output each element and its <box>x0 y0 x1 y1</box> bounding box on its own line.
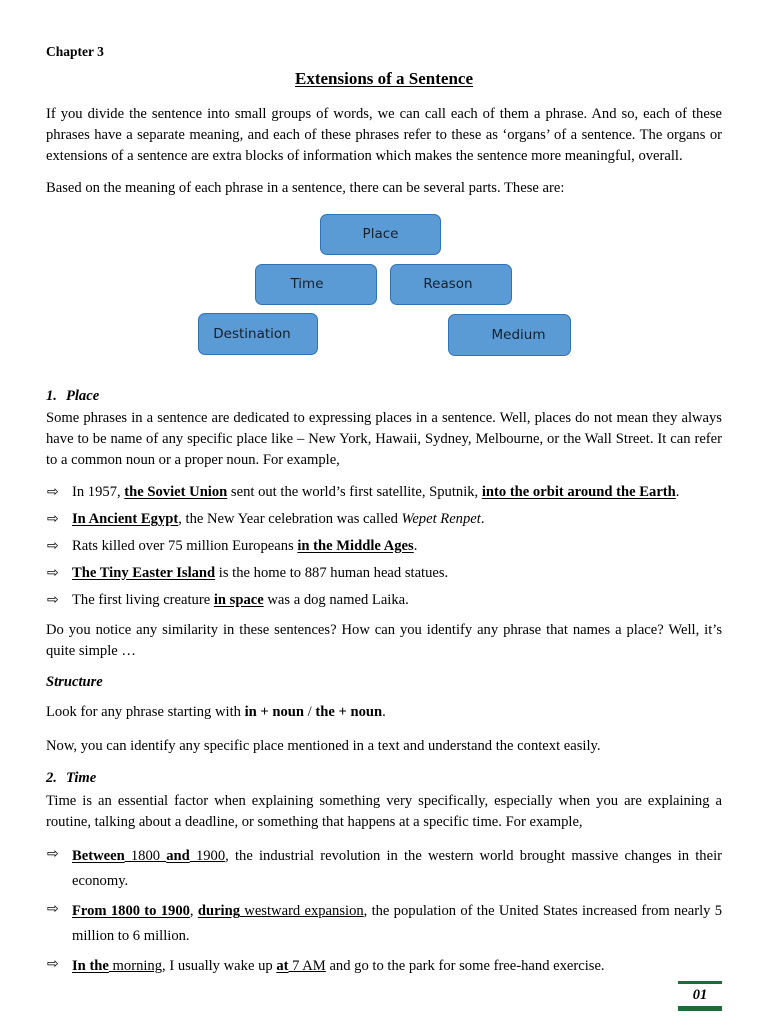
text-run: sent out the world’s first satellite, Sp… <box>227 483 482 500</box>
text-run: was a dog named Laika. <box>263 591 409 608</box>
arrow-bullet-icon: ⇨ <box>47 537 59 554</box>
list-item-text: The first living creature in space was a… <box>72 592 409 608</box>
list-item: ⇨ In 1957, the Soviet Union sent out the … <box>46 482 722 503</box>
footer-rule-bottom <box>678 1006 722 1011</box>
diagram-node-time: Time <box>255 263 377 305</box>
emphasis-underline: 7 AM <box>288 957 326 974</box>
text-run: , <box>189 902 198 919</box>
emphasis-underline: 1800 <box>124 847 167 864</box>
text-run: , the industrial revolution in the weste… <box>72 847 722 890</box>
list-item: ⇨ From 1800 to 1900, during westward expa… <box>46 899 722 950</box>
emphasis-bold-underline: From 1800 to 1900 <box>72 902 190 919</box>
text-run: is the home to 887 human head statues. <box>215 564 449 581</box>
emphasis-bold-underline: during <box>197 902 241 919</box>
emphasis-italic: Wepet Renpet <box>401 510 481 527</box>
list-item-text: The Tiny Easter Island is the home to 88… <box>72 565 448 581</box>
diagram-node-destination: Destination <box>198 312 318 355</box>
diagram-node-medium: Medium <box>448 313 571 356</box>
text-run: Rats killed over 75 million Europeans <box>72 537 298 554</box>
emphasis-bold-underline: in the Middle Ages <box>297 537 414 554</box>
list-item: ⇨ In Ancient Egypt, the New Year celebrat… <box>46 509 722 530</box>
emphasis-bold-underline: at <box>276 957 289 974</box>
text-run: . <box>675 483 680 500</box>
list-item: ⇨ In the morning, I usually wake up at 7 … <box>46 954 722 980</box>
emphasis-bold: the + noun <box>315 703 383 720</box>
diagram-node-time-label: Time <box>290 276 324 293</box>
diagram-node-place-label: Place <box>362 226 399 243</box>
text-run: Look for any phrase starting with <box>46 703 245 720</box>
intro-paragraph-2: Based on the meaning of each phrase in a… <box>46 179 565 196</box>
emphasis-bold-underline: In Ancient Egypt <box>72 510 179 527</box>
section-heading-place: 1. Place <box>46 387 722 407</box>
list-item-text: In the morning, I usually wake up at 7 A… <box>72 958 605 974</box>
list-item: ⇨ The first living creature in space was … <box>46 590 722 611</box>
list-item: ⇨ Rats killed over 75 million Europeans i… <box>46 536 722 557</box>
text-run: , I usually wake up <box>162 957 277 974</box>
arrow-bullet-icon: ⇨ <box>47 591 59 608</box>
examples-list-time: ⇨ Between 1800 and 1900, the industrial r… <box>46 844 722 980</box>
section-paragraph-time: Time is an essential factor when explain… <box>46 792 722 830</box>
closing-paragraph-place: Do you notice any similarity in these se… <box>46 622 722 660</box>
text-run: . <box>382 703 386 720</box>
after-structure-paragraph: Now, you can identify any specific place… <box>46 738 601 755</box>
text-run: , the New Year celebration was called <box>178 510 402 527</box>
list-item-text: From 1800 to 1900, during westward expan… <box>72 903 722 945</box>
text-run: / <box>304 703 316 720</box>
arrow-bullet-icon: ⇨ <box>47 955 59 972</box>
emphasis-underline: 1900 <box>189 847 226 864</box>
text-run: In 1957, <box>72 483 125 500</box>
list-item-text: Between 1800 and 1900, the industrial re… <box>72 848 722 890</box>
text-run: . <box>480 510 485 527</box>
emphasis-bold-underline: In the <box>72 957 109 974</box>
emphasis-underline: morning <box>108 957 163 974</box>
chapter-label: Chapter 3 <box>46 44 104 59</box>
diagram-node-place: Place <box>320 213 441 255</box>
structure-heading: Structure <box>46 673 103 690</box>
section-heading-time: 2. Time <box>46 769 722 789</box>
section-title-1: Place <box>65 387 100 404</box>
text-run: , the population of the United States in… <box>72 902 723 945</box>
arrow-bullet-icon: ⇨ <box>47 900 59 917</box>
emphasis-underline: westward expansion <box>240 902 364 919</box>
arrow-bullet-icon: ⇨ <box>47 483 59 500</box>
list-item-text: Rats killed over 75 million Europeans in… <box>72 538 417 554</box>
section-title-2: Time <box>65 770 97 787</box>
diagram-node-reason-label: Reason <box>423 276 473 293</box>
structure-rule: Look for any phrase starting with in + n… <box>46 702 722 723</box>
page-footer: 01 <box>678 981 722 1011</box>
section-number-1: 1. <box>46 387 57 404</box>
list-item: ⇨ The Tiny Easter Island is the home to 8… <box>46 563 722 584</box>
arrow-bullet-icon: ⇨ <box>47 510 59 527</box>
list-item-text: In 1957, the Soviet Union sent out the w… <box>72 484 679 500</box>
list-item: ⇨ Between 1800 and 1900, the industrial r… <box>46 844 722 895</box>
examples-list-place: ⇨ In 1957, the Soviet Union sent out the … <box>46 482 722 611</box>
page-title: Extensions of a Sentence <box>46 68 722 90</box>
emphasis-bold-underline: and <box>166 847 190 864</box>
list-item-text: In Ancient Egypt, the New Year celebrati… <box>72 511 484 527</box>
text-run: and go to the park for some free-hand ex… <box>325 957 605 974</box>
text-run: The first living creature <box>72 591 214 608</box>
arrow-bullet-icon: ⇨ <box>47 564 59 581</box>
emphasis-bold-underline: the Soviet Union <box>124 483 228 500</box>
page-number: 01 <box>692 986 708 1003</box>
emphasis-bold-underline: Between <box>72 847 125 864</box>
page-content: Chapter 3 Extensions of a Sentence If yo… <box>46 44 722 988</box>
section-number-2: 2. <box>46 770 57 787</box>
emphasis-bold-underline: in space <box>213 591 264 608</box>
extensions-diagram: Place Time Reason Destination Medium <box>46 213 722 381</box>
diagram-node-medium-label: Medium <box>491 326 546 343</box>
diagram-node-reason: Reason <box>390 263 512 305</box>
emphasis-bold: in + noun <box>244 703 305 720</box>
page-title-text: Extensions of a Sentence <box>294 69 474 89</box>
text-run: . <box>413 537 418 554</box>
intro-paragraph-1: If you divide the sentence into small gr… <box>46 106 722 164</box>
diagram-node-destination-label: Destination <box>213 325 291 342</box>
emphasis-bold-underline: The Tiny Easter Island <box>72 564 216 581</box>
arrow-bullet-icon: ⇨ <box>47 845 59 862</box>
section-paragraph-place: Some phrases in a sentence are dedicated… <box>46 410 722 469</box>
emphasis-bold-underline: into the orbit around the Earth <box>481 483 676 500</box>
footer-rule-top <box>678 981 722 984</box>
